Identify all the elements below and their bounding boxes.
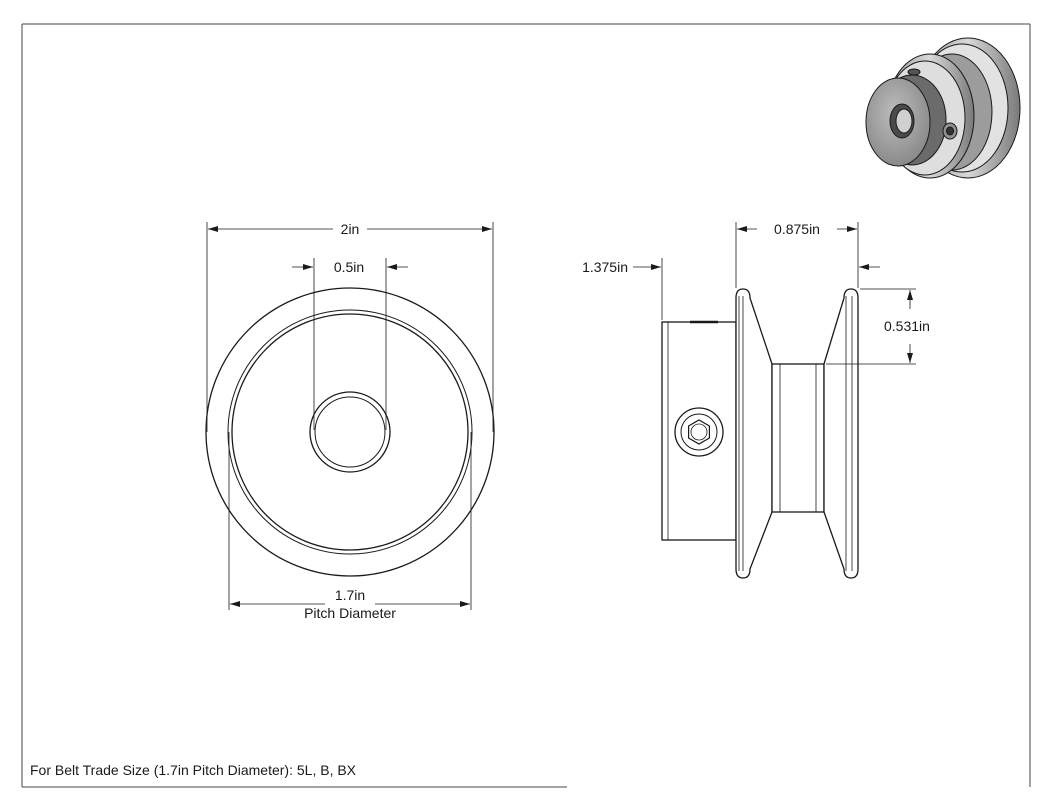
dim-outer-diameter-label: 2in <box>341 221 360 237</box>
front-view <box>205 287 495 577</box>
dim-pitch-diameter-value: 1.7in <box>335 587 365 603</box>
dim-bore-diameter-label: 0.5in <box>334 259 364 275</box>
dim-overall-width <box>735 222 859 288</box>
dim-pitch-diameter <box>228 432 472 610</box>
dim-overall-width-label: 0.875in <box>774 221 820 237</box>
isometric-view <box>865 37 1021 179</box>
dim-pitch-diameter-caption: Pitch Diameter <box>304 605 396 621</box>
side-view <box>661 288 859 579</box>
dim-groove-width-label: 0.531in <box>884 318 930 334</box>
dim-hub-diameter-label: 1.375in <box>582 259 628 275</box>
hub-body <box>661 321 737 541</box>
bore-inner-circle <box>314 396 386 468</box>
bore-outer-circle <box>309 391 391 473</box>
right-flange <box>823 288 859 579</box>
belt-size-note: For Belt Trade Size (1.7in Pitch Diamete… <box>30 762 357 778</box>
outer-rim-circle <box>205 287 495 577</box>
dim-groove-width <box>826 288 916 365</box>
sheet-border <box>21 23 1031 788</box>
dim-hub-diameter <box>633 258 880 320</box>
pitch-circle <box>227 309 473 555</box>
left-flange <box>735 288 773 579</box>
dim-outer-diameter <box>206 222 494 432</box>
dim-bore-diameter <box>292 258 408 430</box>
set-screw-icon <box>674 407 724 457</box>
inner-groove-circle <box>231 313 469 551</box>
